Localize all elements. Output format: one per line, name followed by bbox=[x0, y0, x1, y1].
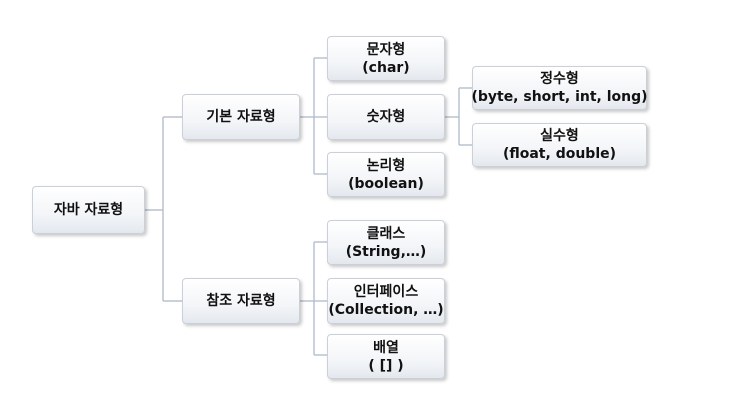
node-char-type: 문자형 (char) bbox=[327, 36, 445, 81]
node-interface-type: 인터페이스 (Collection, …) bbox=[327, 278, 445, 324]
real-type-name: 실수형 bbox=[540, 128, 579, 144]
reference-types-label: 참조 자료형 bbox=[206, 293, 276, 309]
char-type-name: 문자형 bbox=[366, 41, 406, 58]
root-node-java-data-types: 자바 자료형 bbox=[32, 186, 145, 234]
node-array-type: 배열 ( [] ) bbox=[327, 334, 445, 379]
array-type-name: 배열 bbox=[373, 339, 399, 356]
node-numeric-type: 숫자형 bbox=[327, 94, 445, 140]
node-class-type: 클래스 (String,…) bbox=[327, 220, 445, 265]
root-node-label: 자바 자료형 bbox=[53, 202, 124, 218]
node-real-type: 실수형 (float, double) bbox=[472, 123, 647, 167]
node-integer-type: 정수형 (byte, short, int, long) bbox=[471, 66, 648, 110]
char-type-keyword: (char) bbox=[362, 59, 410, 76]
numeric-type-label: 숫자형 bbox=[366, 109, 406, 125]
integer-type-name: 정수형 bbox=[540, 71, 579, 87]
class-type-example: (String,…) bbox=[345, 243, 427, 260]
interface-type-name: 인터페이스 bbox=[353, 284, 419, 300]
real-type-keywords: (float, double) bbox=[502, 146, 617, 162]
class-type-name: 클래스 bbox=[366, 225, 406, 242]
interface-type-example: (Collection, …) bbox=[328, 302, 444, 318]
node-primitive-types: 기본 자료형 bbox=[182, 94, 300, 140]
node-reference-types: 참조 자료형 bbox=[182, 278, 300, 324]
integer-type-keywords: (byte, short, int, long) bbox=[471, 89, 648, 105]
array-type-syntax: ( [] ) bbox=[368, 357, 404, 374]
node-boolean-type: 논리형 (boolean) bbox=[327, 152, 445, 197]
boolean-type-keyword: (boolean) bbox=[348, 175, 424, 192]
boolean-type-name: 논리형 bbox=[366, 157, 406, 174]
primitive-types-label: 기본 자료형 bbox=[206, 109, 276, 125]
